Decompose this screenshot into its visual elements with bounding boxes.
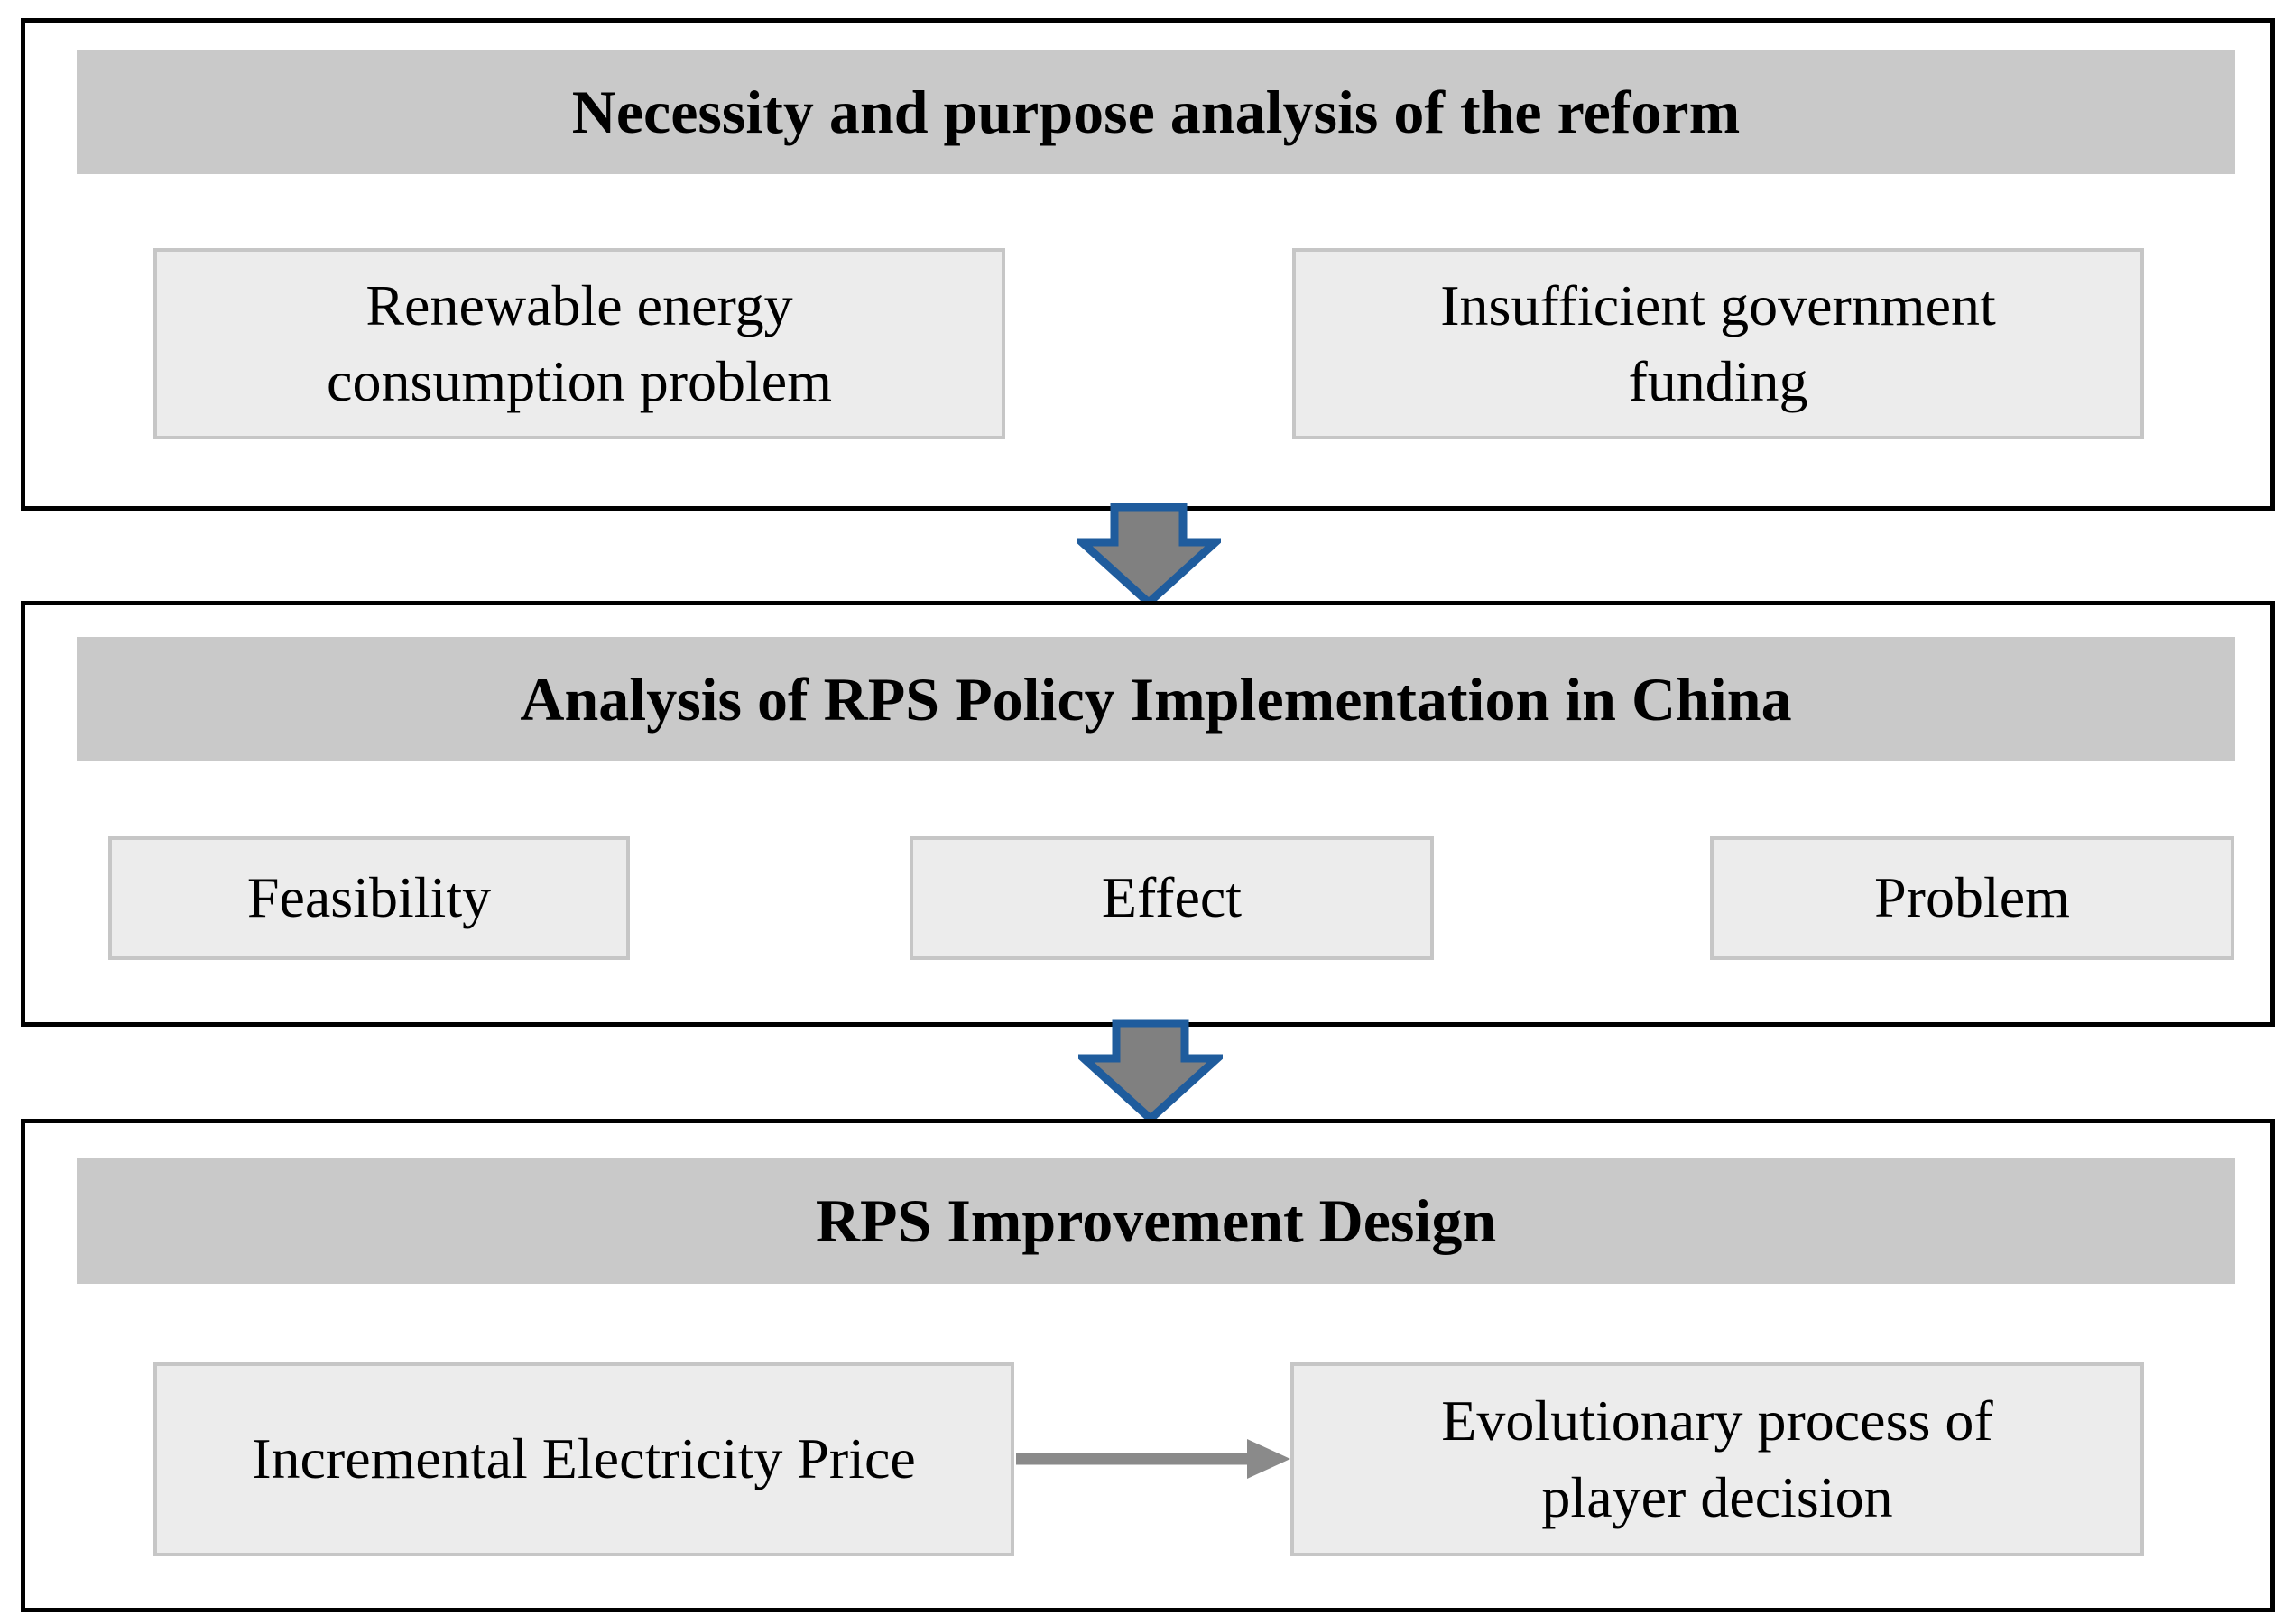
section-title: Necessity and purpose analysis of the re… (77, 50, 2235, 174)
down-arrow-icon (1077, 503, 1221, 607)
down-arrow-icon (1078, 1019, 1223, 1123)
right-arrow-icon (1016, 1439, 1290, 1479)
section-title: RPS Improvement Design (77, 1158, 2235, 1284)
box-feasibility: Feasibility (108, 836, 630, 960)
section-rps-policy-analysis: Analysis of RPS Policy Implementation in… (21, 601, 2275, 1027)
section-necessity-purpose: Necessity and purpose analysis of the re… (21, 18, 2275, 511)
box-incremental-electricity-price: Incremental Electricity Price (153, 1362, 1014, 1556)
section-rps-improvement-design: RPS Improvement Design Incremental Elect… (21, 1119, 2275, 1612)
section-title: Analysis of RPS Policy Implementation in… (77, 637, 2235, 761)
box-effect: Effect (910, 836, 1434, 960)
box-problem: Problem (1710, 836, 2234, 960)
box-insufficient-government-funding: Insufficient government funding (1292, 248, 2144, 439)
box-evolutionary-process-player-decision: Evolutionary process of player decision (1290, 1362, 2144, 1556)
box-renewable-energy-consumption-problem: Renewable energy consumption problem (153, 248, 1005, 439)
